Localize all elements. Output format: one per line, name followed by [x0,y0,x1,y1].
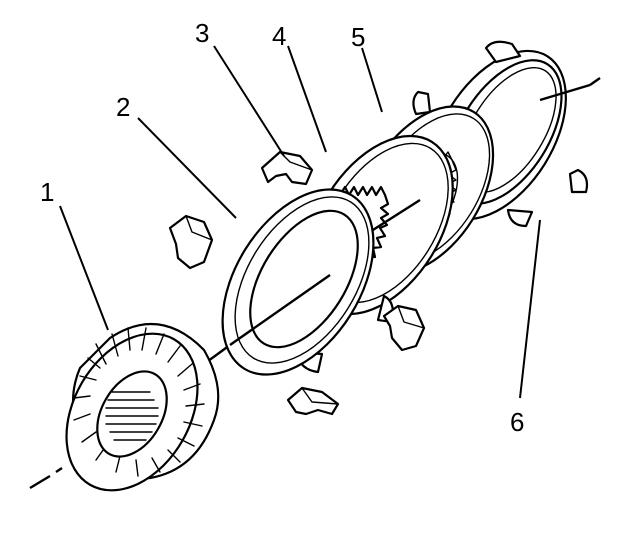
part-3-retaining-clip [260,150,314,186]
callout-5: 5 [351,22,365,52]
callout-3: 3 [195,18,209,48]
lower-retaining-clips [286,304,426,416]
callout-6: 6 [510,407,524,437]
part-2-front-plate [168,188,395,376]
callout-4: 4 [272,21,286,51]
callout-2: 2 [116,92,130,122]
leader-lines [59,45,541,399]
callout-1: 1 [40,177,54,207]
part-1-side-gear [65,323,220,492]
